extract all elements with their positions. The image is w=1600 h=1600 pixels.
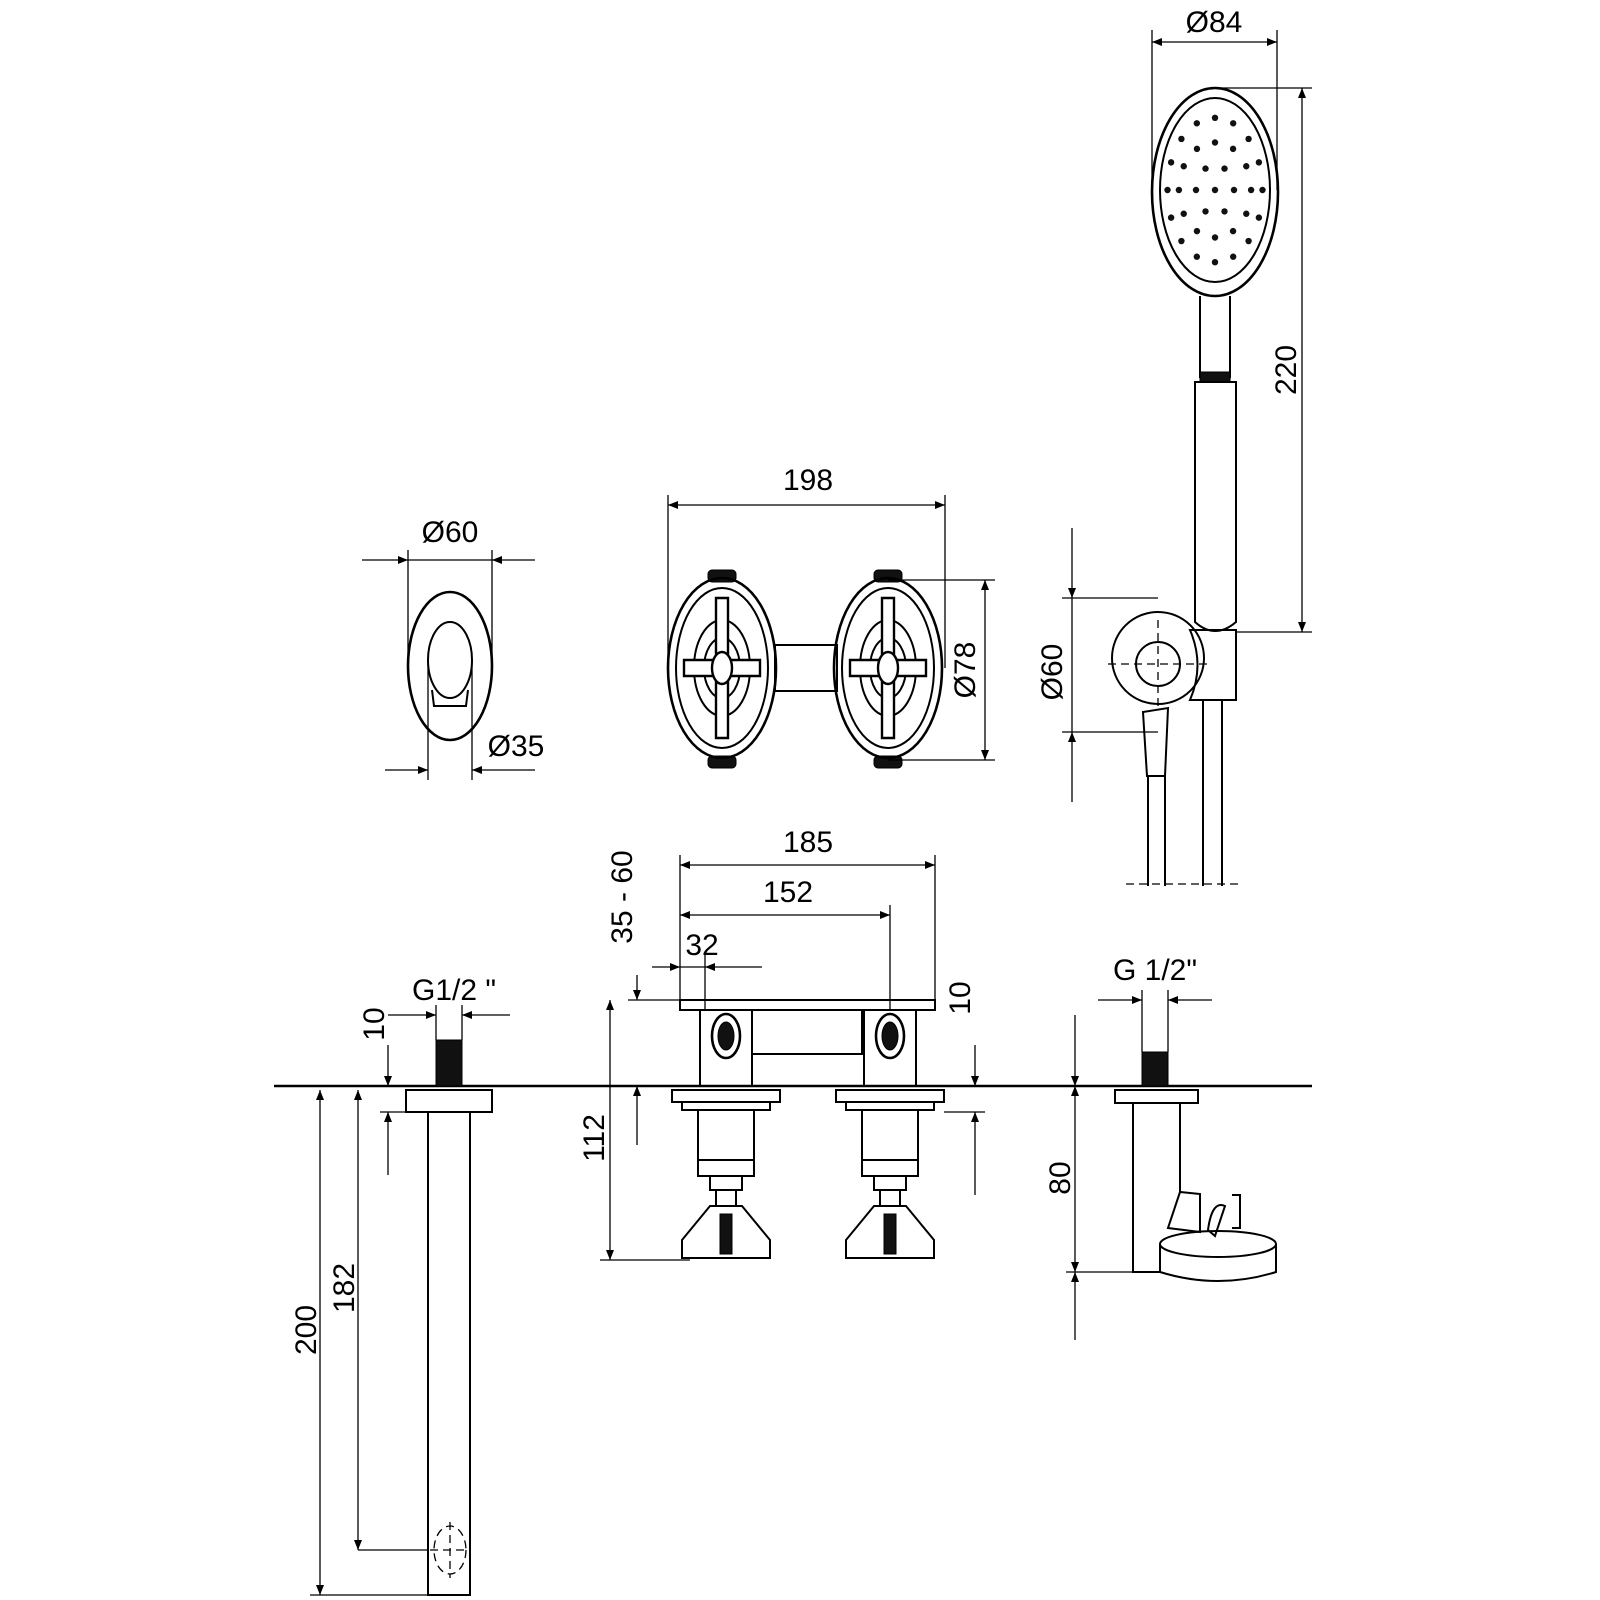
dim-spout-plate-outer: Ø60 bbox=[422, 516, 479, 549]
nozzle-dot bbox=[1211, 114, 1219, 122]
dim-valve-width: 32 bbox=[685, 929, 718, 962]
dim-hose-outlet-thread: G 1/2" bbox=[1113, 954, 1197, 987]
dim-hand-shower-height: 220 bbox=[1270, 345, 1303, 395]
nozzle-dot bbox=[1178, 237, 1185, 245]
nozzle-dot bbox=[1202, 165, 1209, 172]
dim-spout-total-length: 200 bbox=[290, 1305, 323, 1355]
nozzle-dot bbox=[1175, 186, 1183, 194]
nozzle-dot bbox=[1167, 214, 1175, 221]
nozzle-dot bbox=[1230, 186, 1238, 194]
dim-spout-thread: G1/2 " bbox=[412, 974, 496, 1007]
nozzle-dot bbox=[1259, 186, 1266, 194]
dim-valves-outer-width: 185 bbox=[783, 826, 833, 859]
dim-spout-rosette-height: 10 bbox=[358, 1007, 391, 1040]
dim-holder-diameter: Ø60 bbox=[1036, 644, 1069, 701]
nozzle-dot bbox=[1178, 135, 1185, 143]
nozzle-dot bbox=[1221, 165, 1228, 172]
spray-nozzles bbox=[1164, 114, 1266, 266]
nozzle-dot bbox=[1211, 234, 1219, 241]
nozzle-dot bbox=[1245, 135, 1252, 143]
dim-spout-outlet-length: 182 bbox=[328, 1263, 361, 1313]
valve-handle-top bbox=[666, 569, 778, 769]
nozzle-dot bbox=[1211, 139, 1219, 146]
nozzle-dot bbox=[1243, 163, 1250, 170]
nozzle-dot bbox=[1255, 214, 1263, 221]
nozzle-dot bbox=[1192, 186, 1200, 194]
nozzle-dot bbox=[1245, 237, 1252, 245]
spout-front-view bbox=[405, 1039, 493, 1596]
valve-handle-top bbox=[832, 569, 944, 769]
valves-top-view bbox=[666, 569, 944, 769]
nozzle-dot bbox=[1202, 208, 1209, 215]
nozzle-dot bbox=[1247, 186, 1255, 194]
spout-plate-top-view bbox=[406, 590, 494, 742]
nozzle-dot bbox=[1180, 210, 1187, 217]
dim-valve-rosette-height: 10 bbox=[944, 981, 977, 1014]
nozzle-dot bbox=[1167, 159, 1175, 166]
dim-rosette-diameter: Ø78 bbox=[949, 642, 982, 699]
nozzle-dot bbox=[1243, 210, 1250, 217]
dim-deck-thickness: 35 - 60 bbox=[606, 850, 639, 943]
nozzle-dot bbox=[1229, 253, 1237, 260]
nozzle-dot bbox=[1164, 186, 1171, 194]
nozzle-dot bbox=[1193, 253, 1201, 260]
hose-outlet-front-view bbox=[1114, 1051, 1277, 1282]
nozzle-dot bbox=[1180, 163, 1187, 170]
dim-valves-width: 198 bbox=[783, 464, 833, 497]
hand-shower-view bbox=[1108, 86, 1280, 886]
nozzle-dot bbox=[1229, 145, 1237, 153]
valve-front bbox=[835, 1009, 945, 1259]
nozzle-dot bbox=[1229, 227, 1237, 235]
valve-front bbox=[671, 1009, 781, 1259]
nozzle-dot bbox=[1193, 227, 1201, 235]
dim-hose-outlet-depth: 80 bbox=[1044, 1161, 1077, 1194]
dim-hand-shower-diameter: Ø84 bbox=[1186, 6, 1243, 39]
nozzle-dot bbox=[1229, 120, 1237, 127]
nozzle-dot bbox=[1255, 159, 1263, 166]
valves-front-view bbox=[671, 999, 945, 1259]
nozzle-dot bbox=[1193, 145, 1201, 153]
nozzle-dot bbox=[1221, 208, 1228, 215]
nozzle-dot bbox=[1211, 259, 1219, 266]
dim-valves-height: 112 bbox=[578, 1114, 611, 1162]
dim-valves-center-distance: 152 bbox=[763, 876, 813, 909]
nozzle-dot bbox=[1211, 186, 1219, 194]
dim-spout-plate-inner: Ø35 bbox=[488, 730, 545, 763]
nozzle-dot bbox=[1193, 120, 1201, 127]
